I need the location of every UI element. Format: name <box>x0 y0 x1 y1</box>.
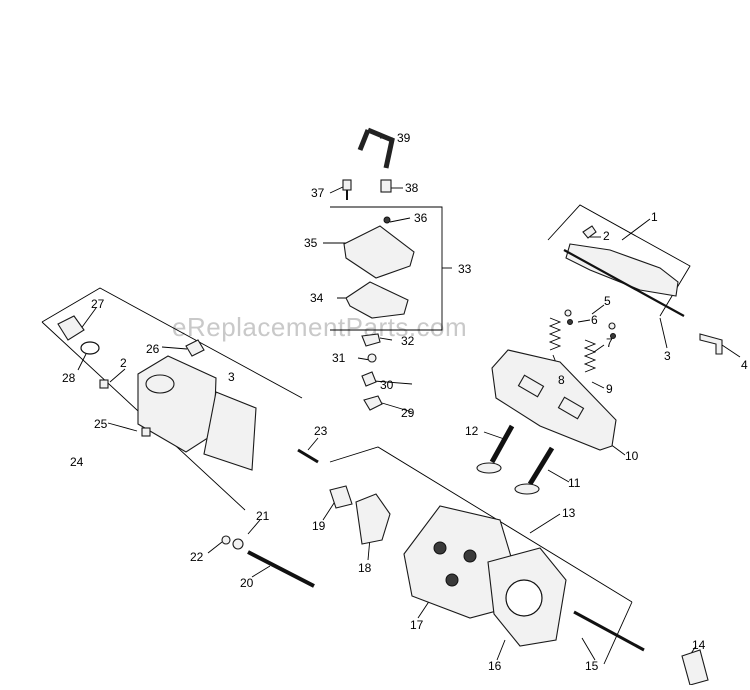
callout-39: 39 <box>397 131 411 145</box>
callout-23: 23 <box>314 424 328 438</box>
callout-30: 30 <box>380 378 394 392</box>
callout-25: 25 <box>94 417 108 431</box>
callout-14: 14 <box>692 638 706 652</box>
callout-31: 31 <box>332 351 346 365</box>
callout-29: 29 <box>401 406 415 420</box>
callout-3-left: 3 <box>228 370 235 384</box>
callout-6: 6 <box>591 313 598 327</box>
callout-26: 26 <box>146 342 160 356</box>
callout-16: 16 <box>488 659 502 673</box>
valves <box>476 424 555 495</box>
callout-2-upper: 2 <box>603 229 610 243</box>
breather-parts <box>342 127 415 411</box>
callout-4: 4 <box>741 358 748 372</box>
cylinder-head-lower <box>221 485 709 686</box>
callout-21: 21 <box>256 509 270 523</box>
watermark: eReplacementParts.com <box>172 312 467 342</box>
valve-cover-right <box>563 225 723 355</box>
callout-13: 13 <box>562 506 576 520</box>
callout-35: 35 <box>304 236 318 250</box>
callout-19: 19 <box>312 519 326 533</box>
callout-24: 24 <box>70 455 84 469</box>
callout-32: 32 <box>401 334 415 348</box>
callout-37: 37 <box>311 186 325 200</box>
callout-18: 18 <box>358 561 372 575</box>
callout-12: 12 <box>465 424 479 438</box>
valve-springs <box>548 309 616 373</box>
callout-28: 28 <box>62 371 76 385</box>
callout-27: 27 <box>91 297 105 311</box>
callout-15: 15 <box>585 659 599 673</box>
callout-11: 11 <box>568 476 581 490</box>
callout-5: 5 <box>604 294 611 308</box>
callout-8: 8 <box>558 373 565 387</box>
bracket-lines <box>41 204 691 665</box>
callout-labels: 1 2 3 4 5 6 7 8 9 10 11 12 13 14 15 16 1… <box>62 131 748 673</box>
callout-22: 22 <box>190 550 204 564</box>
callout-9: 9 <box>606 382 613 396</box>
callout-20: 20 <box>240 576 254 590</box>
callout-36: 36 <box>414 211 428 225</box>
callout-2-left: 2 <box>120 356 127 370</box>
callout-7: 7 <box>606 336 613 350</box>
callout-3-right: 3 <box>664 349 671 363</box>
callout-34: 34 <box>310 291 324 305</box>
callout-1: 1 <box>651 210 658 224</box>
callout-38: 38 <box>405 181 419 195</box>
callout-10: 10 <box>625 449 639 463</box>
callout-33: 33 <box>458 262 472 276</box>
cylinder-head-upper <box>491 349 617 451</box>
callout-17: 17 <box>410 618 424 632</box>
valve-cover-left <box>57 315 319 471</box>
